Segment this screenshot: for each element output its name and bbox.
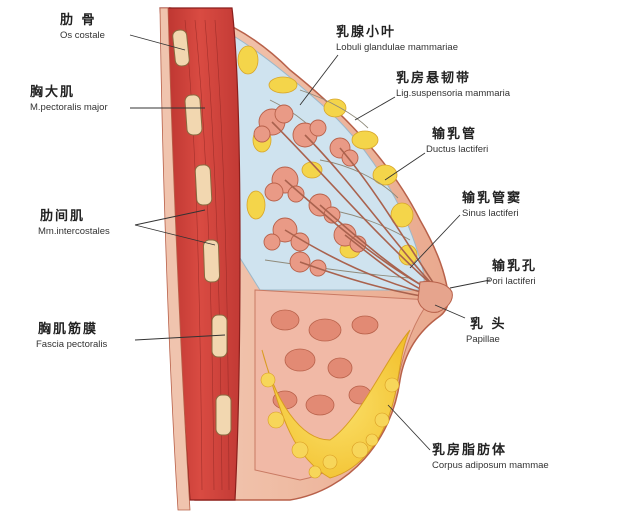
chest-skin [159,7,191,511]
gland-lobules [253,104,367,277]
label-pori-zh: 输乳孔 [492,259,538,274]
ribs [172,29,232,436]
label-lig-suspensoria-zh: 乳房悬韧带 [396,71,472,86]
label-papillae-zh: 乳 头 [470,317,507,332]
label-os-costale-la: Os costale [60,30,105,41]
label-sinus-zh: 输乳管窦 [462,191,523,206]
label-fascia-pectoralis-la: Fascia pectoralis [36,339,108,350]
fat-globules [260,372,400,479]
label-pectoralis-major-zh: 胸大肌 [30,85,76,100]
label-corpus-adiposum-la: Corpus adiposum mammae [432,460,549,471]
label-corpus-adiposum-zh: 乳房脂肪体 [432,443,508,458]
label-papillae-la: Papillae [466,334,500,345]
label-ductus-la: Ductus lactiferi [426,144,489,155]
label-lobuli-la: Lobuli glandulae mammariae [336,42,458,53]
label-intercostales-zh: 肋间肌 [40,209,86,224]
label-pori-la: Pori lactiferi [486,276,536,287]
label-intercostales-la: Mm.intercostales [38,226,110,237]
label-fascia-pectoralis-zh: 胸肌筋膜 [38,322,99,337]
leader-lines [129,34,491,451]
nipple [417,281,453,313]
label-lig-suspensoria-la: Lig.suspensoria mammaria [396,88,511,99]
label-os-costale-zh: 肋 骨 [60,13,97,28]
label-pectoralis-major-la: M.pectoralis major [30,102,108,113]
label-sinus-la: Sinus lactiferi [462,208,519,219]
label-ductus-zh: 输乳管 [432,127,478,142]
label-lobuli-zh: 乳腺小叶 [336,25,397,40]
